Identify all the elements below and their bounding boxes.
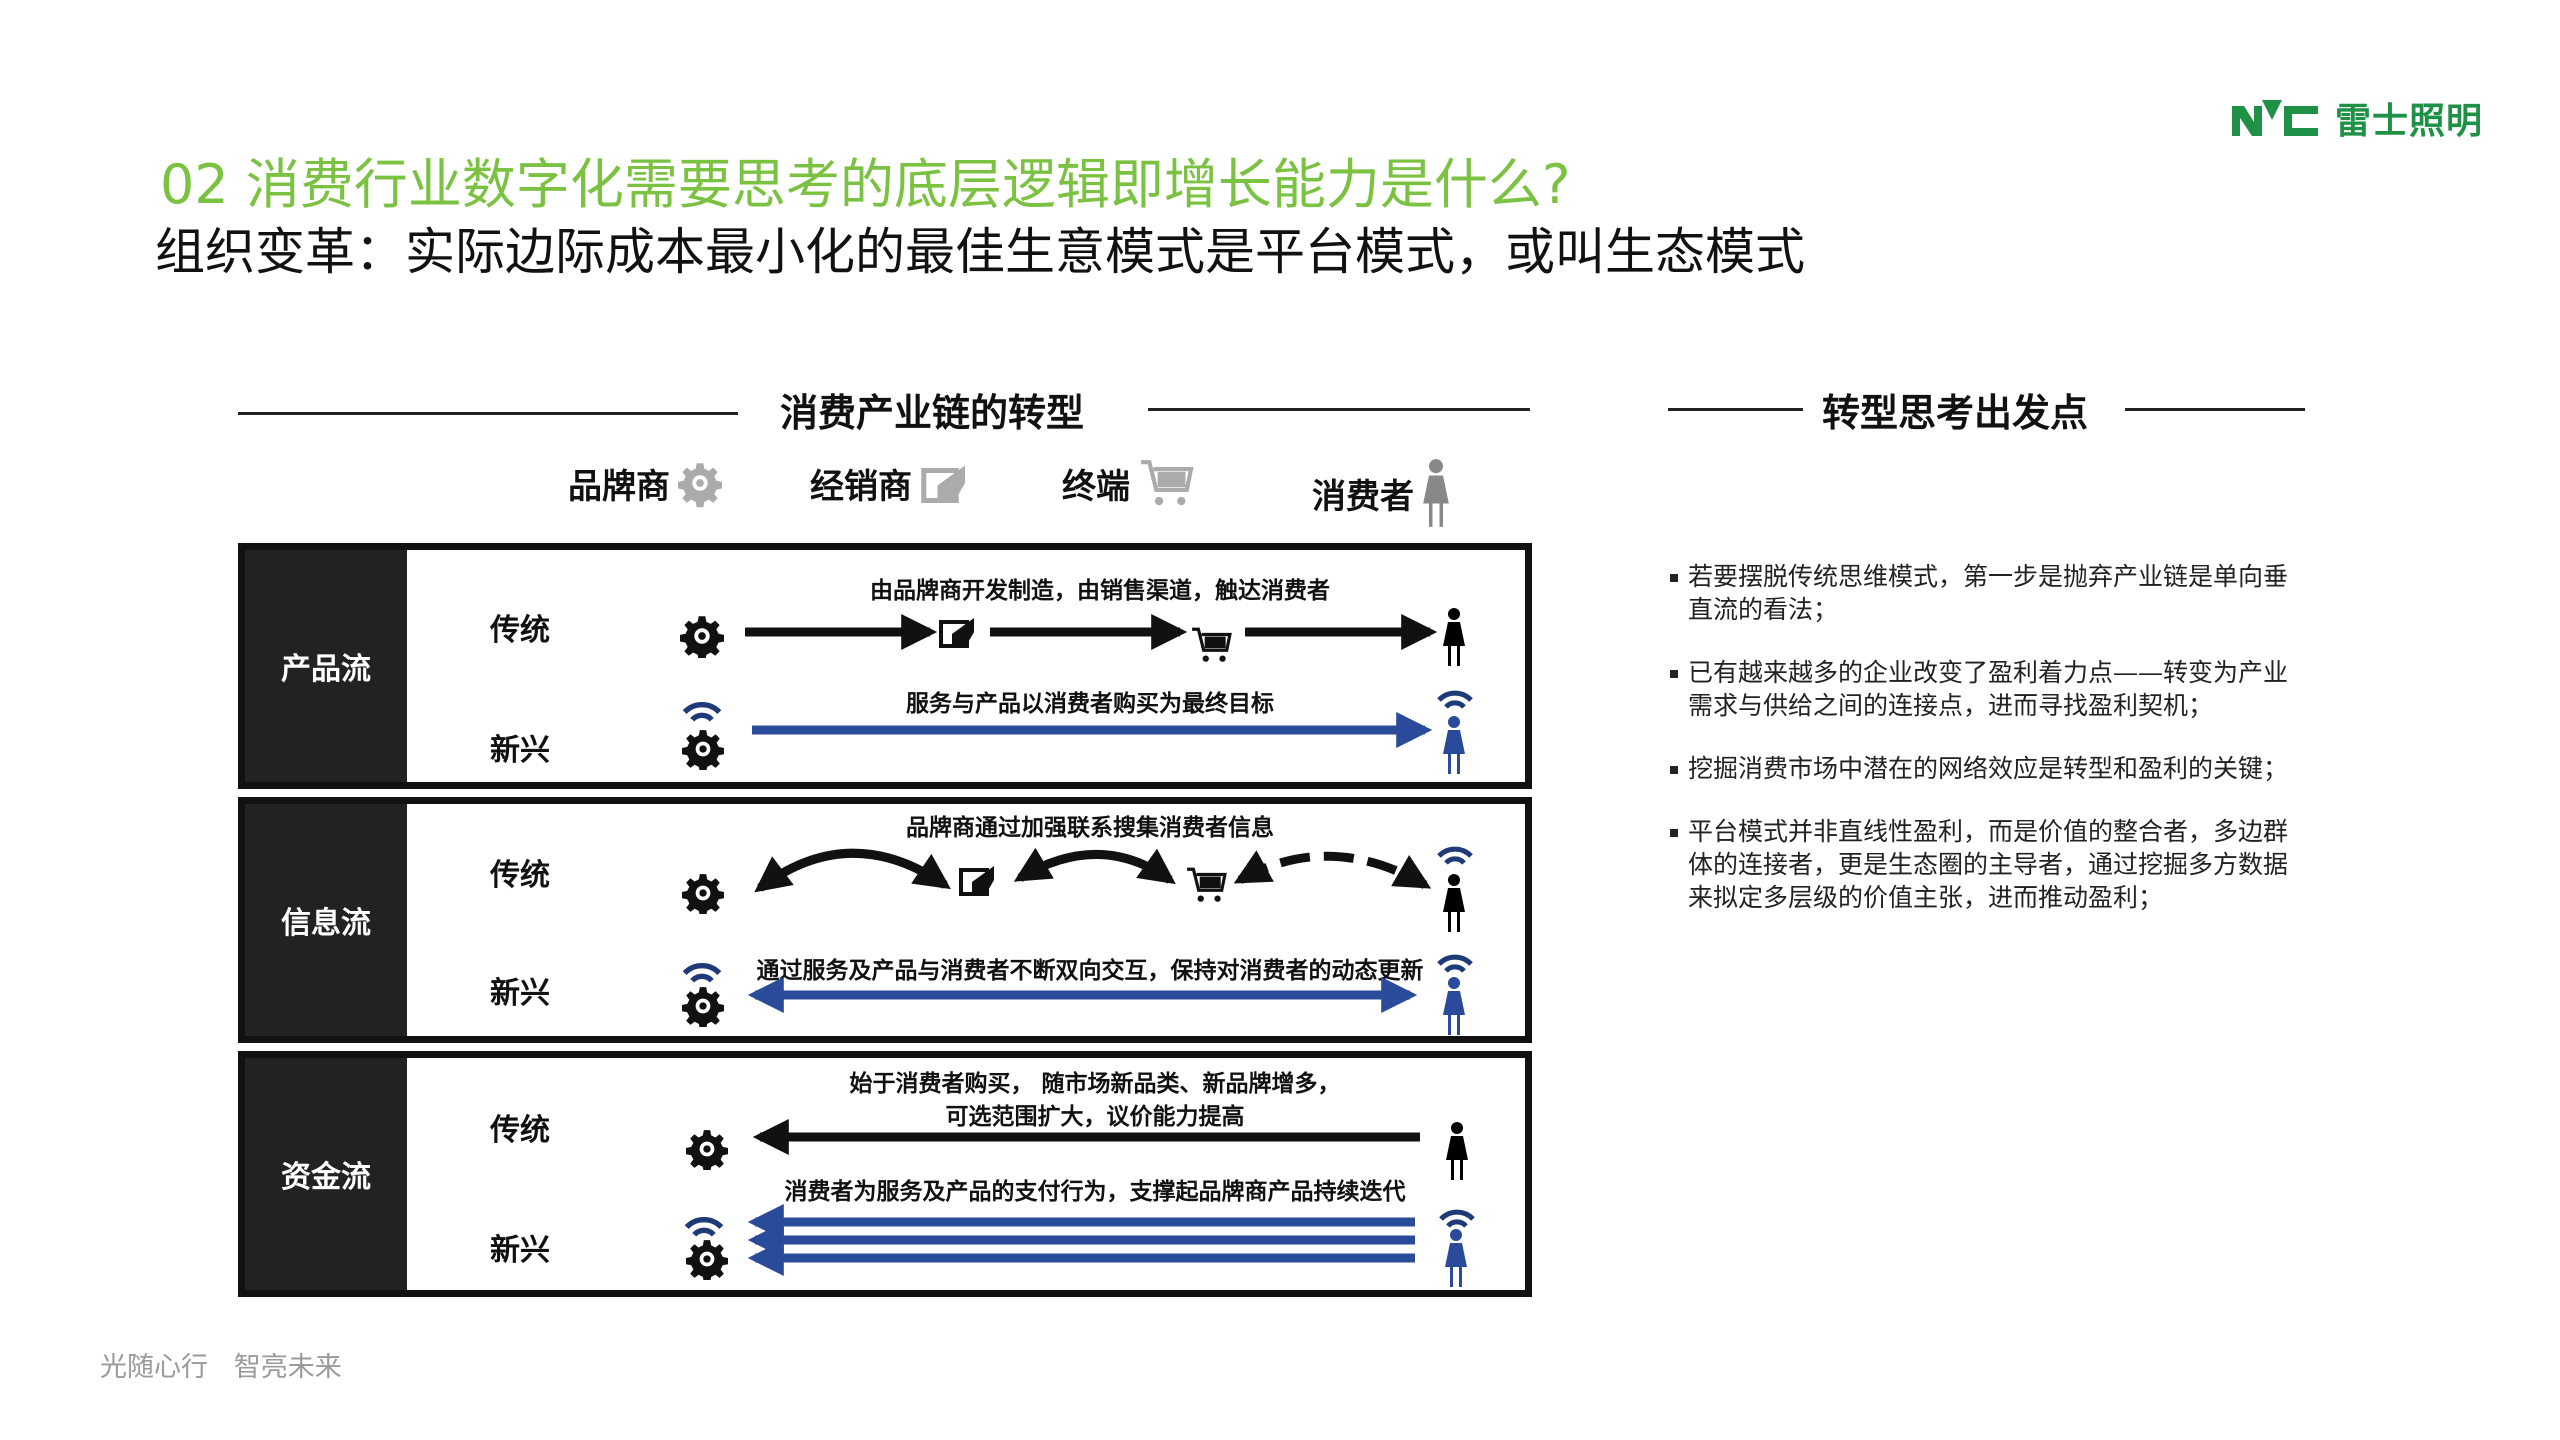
bullet-item: 平台模式并非直线性盈利，而是价值的整合者，多边群体的连接者，更是生态圈的主导者，… xyxy=(1668,815,2308,914)
row-label-emerging: 新兴 xyxy=(490,976,550,1011)
row-label-traditional: 传统 xyxy=(490,1113,550,1148)
bullet-item: 已有越来越多的企业改变了盈利着力点——转变为产业需求与供给之间的连接点，进而寻找… xyxy=(1668,656,2308,722)
wifi-icon xyxy=(1439,693,1471,707)
column-brand: 品牌商 xyxy=(568,458,722,508)
wifi-icon xyxy=(685,705,720,720)
divider-line xyxy=(2125,408,2305,411)
flow-label: 资金流 xyxy=(245,1058,407,1290)
divider-line xyxy=(1668,408,1803,411)
column-distributor: 经销商 xyxy=(810,458,970,508)
row-label-traditional: 传统 xyxy=(490,858,550,893)
flow-caption: 始于消费者购买， 随市场新品类、新品牌增多， xyxy=(849,1071,1341,1097)
flow-caption: 消费者为服务及产品的支付行为，支撑起品牌商产品持续迭代 xyxy=(784,1179,1406,1205)
shop-icon xyxy=(959,864,996,896)
row-label-traditional: 传统 xyxy=(490,613,550,648)
flow-caption: 服务与产品以消费者购买为最终目标 xyxy=(906,691,1274,717)
flow-label: 信息流 xyxy=(245,804,407,1036)
person-icon xyxy=(1443,716,1465,774)
wifi-icon xyxy=(685,966,720,981)
thinking-title: 转型思考出发点 xyxy=(1822,391,2089,435)
flow-caption: 品牌商通过加强联系搜集消费者信息 xyxy=(906,815,1274,841)
column-label: 品牌商 xyxy=(568,466,670,507)
page-title: 02 消费行业数字化需要思考的底层逻辑即增长能力是什么? xyxy=(160,153,1571,216)
cart-icon xyxy=(1190,627,1232,664)
person-icon xyxy=(1443,977,1465,1035)
person-icon xyxy=(1445,1229,1467,1287)
divider-line xyxy=(238,412,738,415)
wifi-icon xyxy=(1439,957,1471,971)
flow-caption: 可选范围扩大，议价能力提高 xyxy=(945,1104,1245,1130)
person-icon xyxy=(1446,1122,1468,1180)
wifi-icon xyxy=(1441,1212,1473,1226)
page-subtitle: 组织变革：实际边际成本最小化的最佳生意模式是平台模式，或叫生态模式 xyxy=(155,223,1805,281)
info-traditional-arrows xyxy=(754,847,1432,893)
wifi-icon xyxy=(687,1220,722,1235)
column-label: 终端 xyxy=(1062,466,1130,507)
shop-icon xyxy=(939,616,976,648)
gear-icon xyxy=(682,730,724,770)
bullet-item: 挖掘消费市场中潜在的网络效应是转型和盈利的关键； xyxy=(1668,752,2308,785)
wifi-icon xyxy=(1439,849,1471,863)
brand-logo: 雷士照明 xyxy=(2232,92,2483,144)
gear-icon xyxy=(682,874,724,914)
flow-caption: 由品牌商开发制造，由销售渠道，触达消费者 xyxy=(870,578,1330,604)
flow-box-product: 产品流 xyxy=(238,543,1532,789)
thinking-bullets: 若要摆脱传统思维模式，第一步是抛弃产业链是单向垂直流的看法； 已有越来越多的企业… xyxy=(1668,560,2308,944)
divider-line xyxy=(1148,408,1530,411)
gear-icon xyxy=(686,1240,728,1280)
gear-icon xyxy=(680,616,724,658)
column-terminal: 终端 xyxy=(1062,458,1194,508)
flow-label: 产品流 xyxy=(245,550,407,782)
capital-emerging-arrows xyxy=(747,1204,1415,1276)
cart-icon xyxy=(1185,867,1227,904)
person-icon xyxy=(1443,608,1465,666)
gear-icon xyxy=(686,1130,728,1170)
footer-slogan: 光随心行 智亮未来 xyxy=(100,1352,342,1383)
person-icon xyxy=(1443,874,1465,932)
bullet-item: 若要摆脱传统思维模式，第一步是抛弃产业链是单向垂直流的看法； xyxy=(1668,560,2308,626)
row-label-emerging: 新兴 xyxy=(490,1233,550,1268)
gear-icon xyxy=(682,987,724,1027)
nvc-logo-icon xyxy=(2232,100,2318,136)
row-label-emerging: 新兴 xyxy=(490,733,550,768)
column-label: 消费者 xyxy=(1312,476,1414,517)
diagram-title: 消费产业链的转型 xyxy=(780,391,1085,435)
logo-text: 雷士照明 xyxy=(2335,101,2484,142)
column-consumer: 消费者 xyxy=(1312,458,1450,528)
column-label: 经销商 xyxy=(810,466,912,507)
